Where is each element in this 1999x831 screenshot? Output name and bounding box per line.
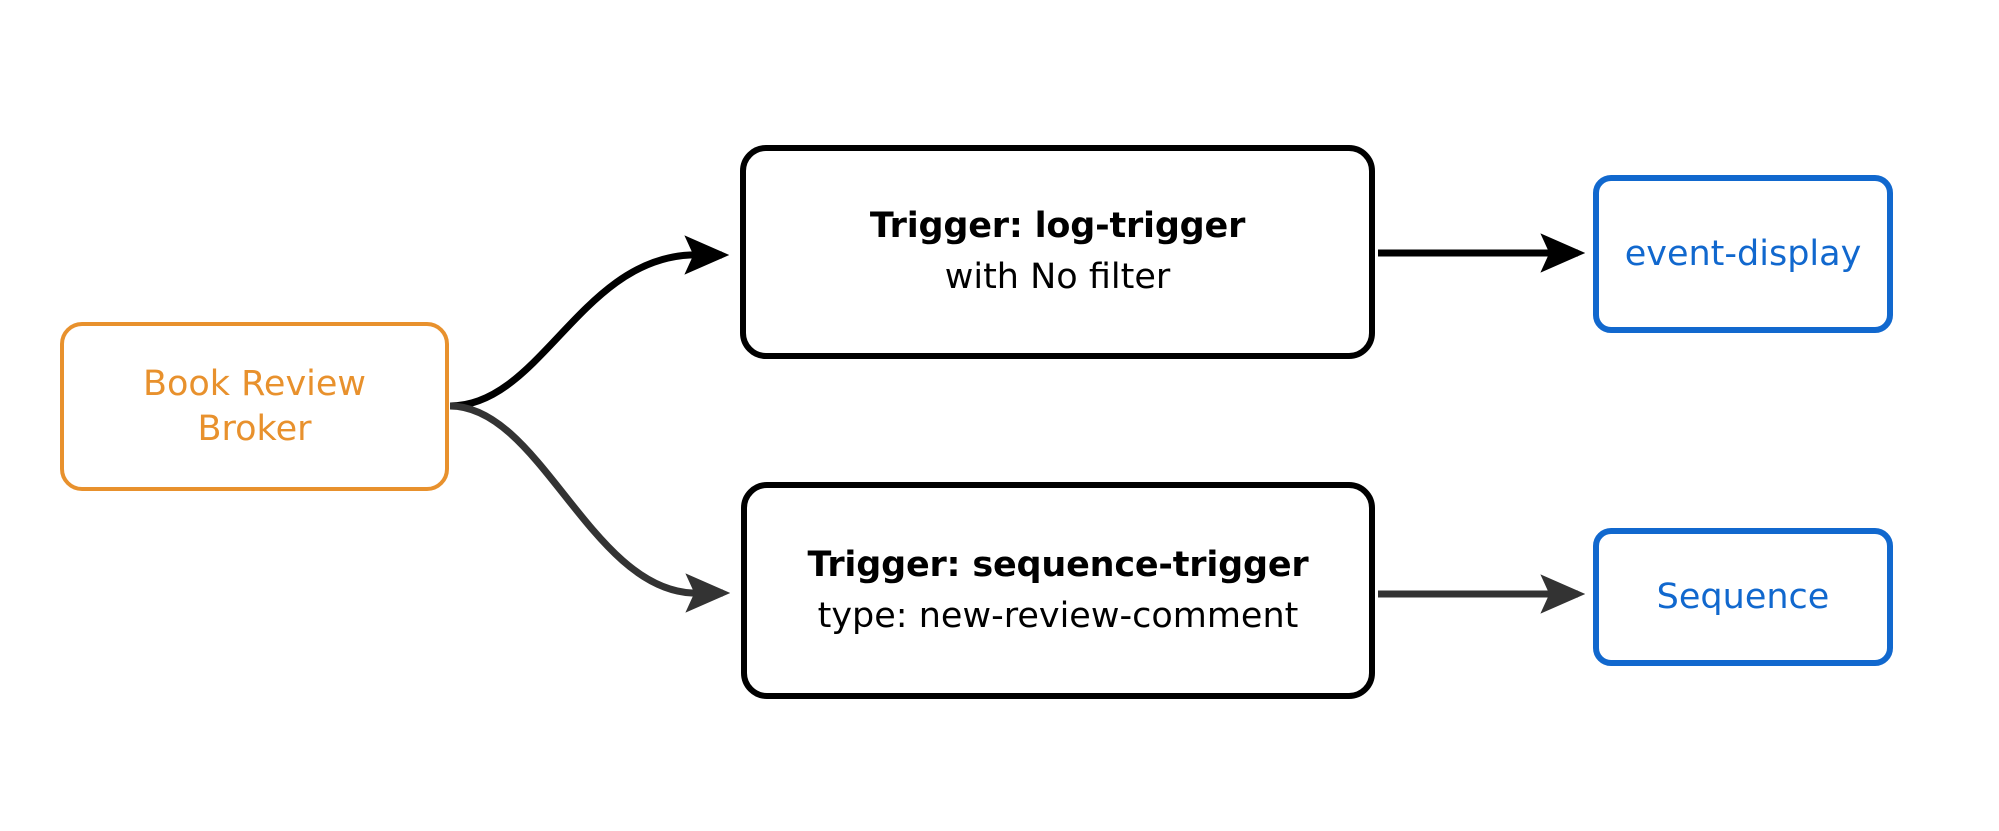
- edge-broker-to-log-trigger: [449, 235, 730, 410]
- trigger-log-subtitle: with No filter: [944, 257, 1171, 297]
- edge-broker-to-sequence-trigger: [449, 402, 731, 613]
- sequence-label: Sequence: [1656, 576, 1830, 617]
- node-trigger-sequence-trigger[interactable]: Trigger: sequence-trigger type: new-revi…: [741, 482, 1375, 699]
- broker-label-line-1: Book Review: [142, 363, 367, 404]
- broker-label-line-2: Broker: [197, 408, 312, 449]
- node-event-display[interactable]: event-display: [1593, 175, 1893, 333]
- node-trigger-log-trigger[interactable]: Trigger: log-trigger with No filter: [740, 145, 1375, 359]
- event-display-label: event-display: [1624, 233, 1862, 274]
- trigger-sequence-subtitle: type: new-review-comment: [817, 595, 1299, 636]
- trigger-sequence-title: Trigger: sequence-trigger: [807, 544, 1309, 585]
- node-book-review-broker[interactable]: Book Review Broker: [60, 322, 449, 491]
- trigger-log-title: Trigger: log-trigger: [869, 206, 1246, 247]
- node-sequence[interactable]: Sequence: [1593, 528, 1893, 666]
